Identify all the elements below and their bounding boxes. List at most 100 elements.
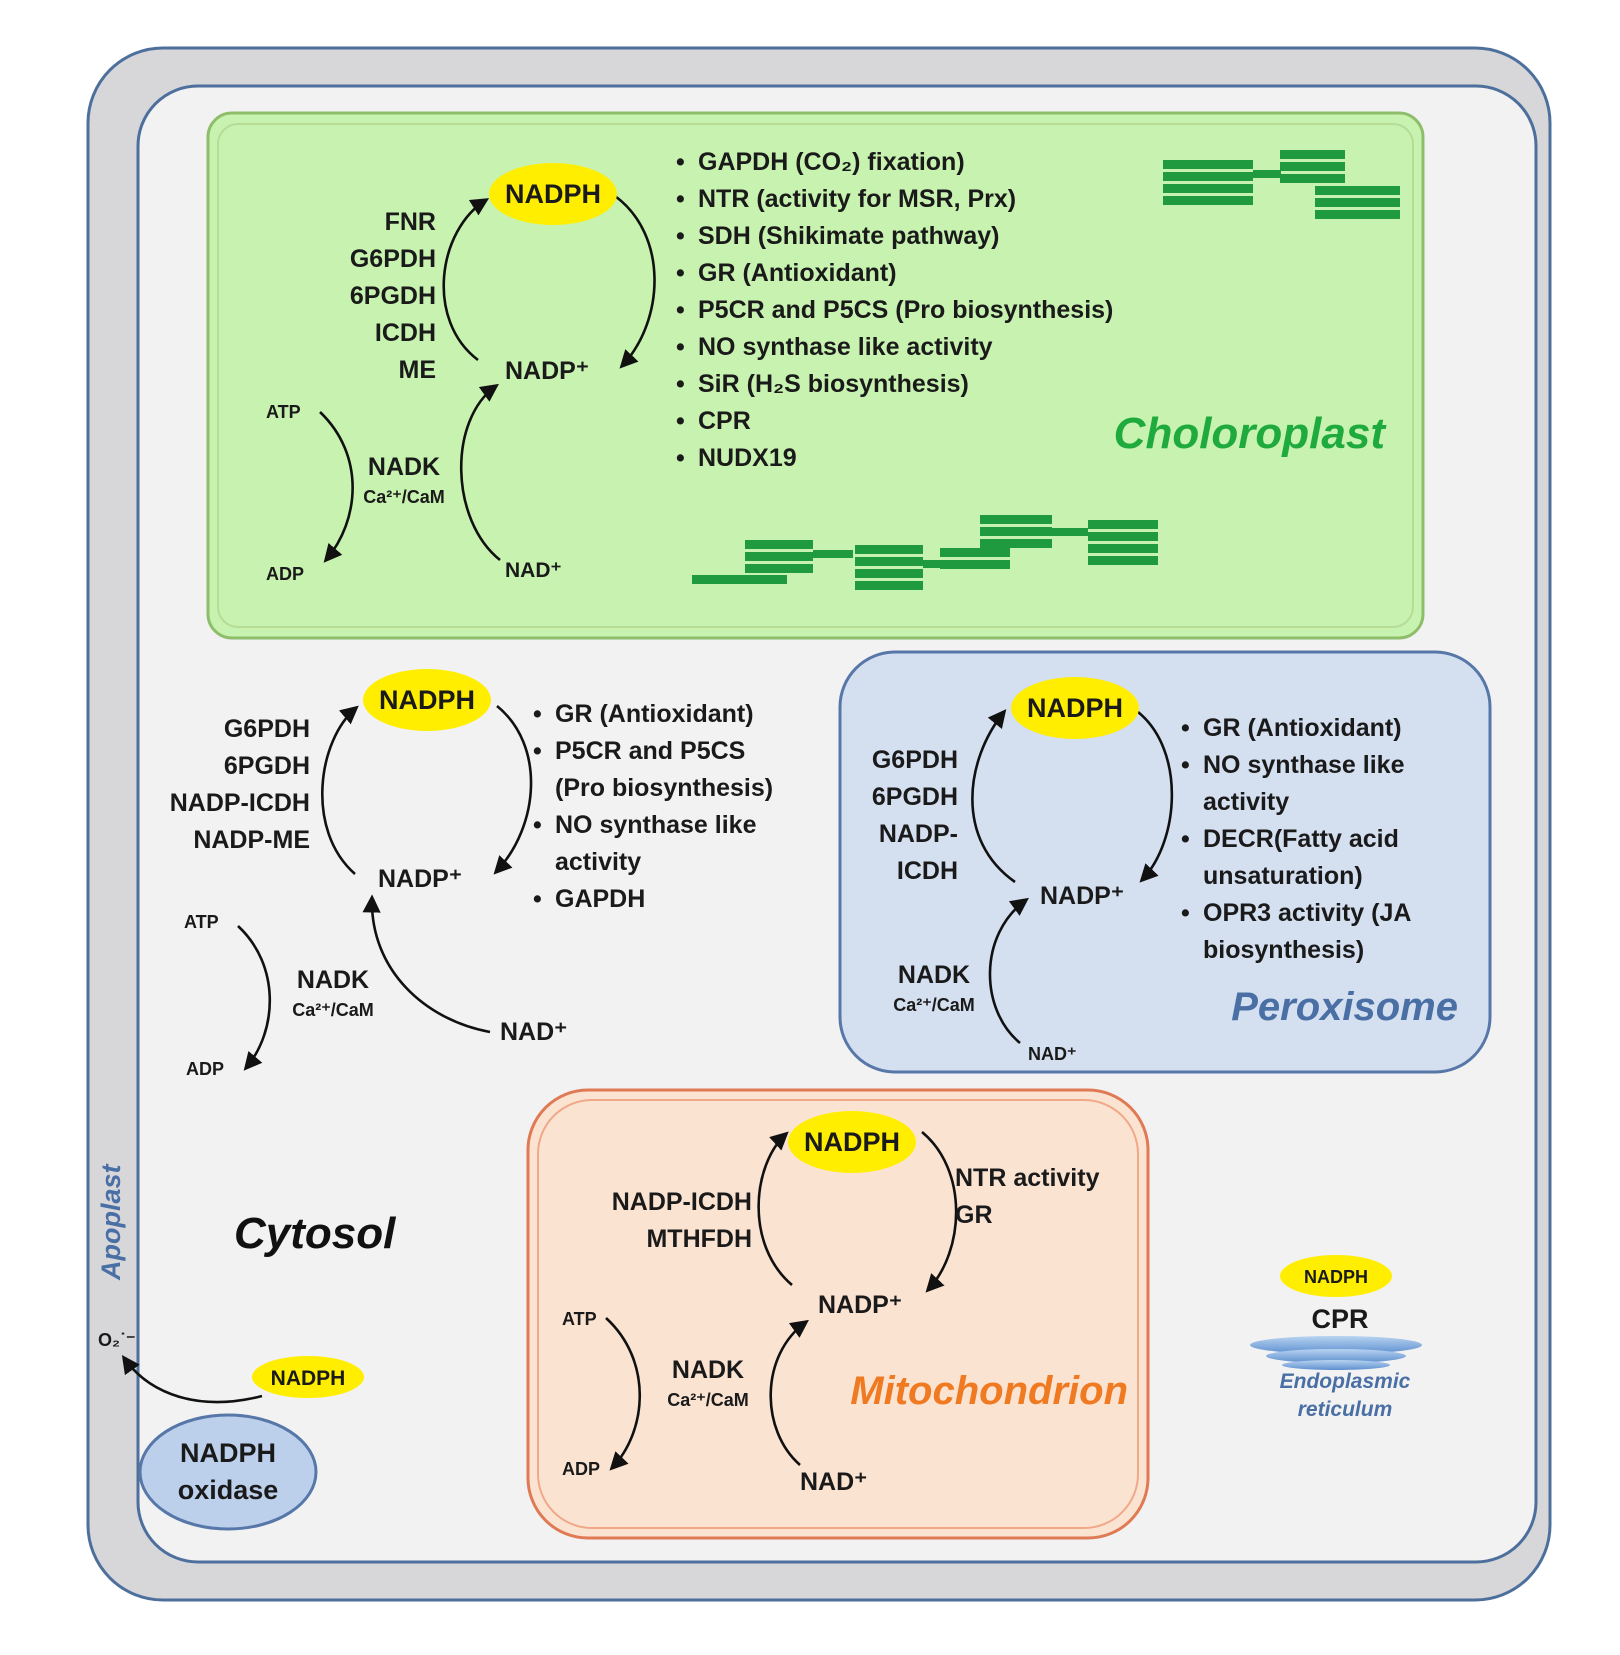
cytosol-cycle: NADPH NADP⁺ NAD⁺ ATP ADP NADK Ca²⁺/CaM G… (170, 669, 773, 1258)
enzyme-label: FNR (385, 208, 436, 236)
svg-text:•: • (533, 885, 542, 913)
enzyme-label: 6PGDH (224, 752, 310, 780)
enzyme-label: NADP-ICDH (612, 1188, 752, 1216)
function-item: NTR (activity for MSR, Prx) (698, 185, 1016, 213)
function-item: GR (Antioxidant) (698, 259, 897, 287)
function-item: activity (1203, 788, 1289, 816)
nadk-label: NADK (898, 961, 970, 989)
nadph-label: NADPH (379, 685, 475, 715)
mitochondrion-outer (526, 1088, 1150, 1540)
thylakoid-stack-icon (1163, 150, 1400, 219)
ca-cam-label: Ca²⁺/CaM (893, 995, 975, 1015)
nadph-oval (1280, 1255, 1392, 1297)
superoxide-label: O₂˙⁻ (98, 1330, 136, 1350)
function-item: GR (Antioxidant) (1203, 714, 1402, 742)
svg-text:•: • (1181, 751, 1190, 779)
chloroplast: NADPH NADP⁺ NAD⁺ ATP ADP NADK Ca²⁺/CaM F… (206, 111, 1425, 640)
reaction-arrow-icon (319, 411, 354, 563)
reaction-arrow-icon (769, 1319, 809, 1466)
function-list: •GR (Antioxidant) •P5CR and P5CS (Pro bi… (533, 700, 773, 913)
svg-text:•: • (1181, 714, 1190, 742)
nadk-label: NADK (368, 453, 440, 481)
reaction-arrow-icon (362, 894, 491, 1034)
function-list: • GR (Antioxidant) • NO synthase like acti… (1181, 714, 1411, 964)
nadph-oval (252, 1356, 364, 1398)
svg-text:•: • (676, 407, 685, 435)
function-item: NTR activity (955, 1164, 1100, 1192)
function-item: biosynthesis) (1203, 936, 1364, 964)
nadph-label: NADPH (271, 1367, 346, 1390)
reaction-arrow-icon (971, 709, 1016, 884)
svg-text:•: • (676, 148, 685, 176)
function-item: P5CR and P5CS (Pro biosynthesis) (698, 296, 1113, 324)
svg-text:•: • (533, 811, 542, 839)
enzyme-label: G6PDH (872, 746, 958, 774)
enzyme-label: 6PGDH (872, 783, 958, 811)
reaction-arrow-icon (757, 1131, 793, 1286)
function-item: GAPDH (CO₂) fixation) (698, 148, 965, 176)
nad-label: NAD⁺ (500, 1018, 567, 1046)
function-item: NO synthase like (555, 811, 757, 839)
nadk-label: NADK (672, 1356, 744, 1384)
function-item: OPR3 activity (JA (1203, 899, 1411, 927)
nadp-label: NADP⁺ (378, 865, 462, 893)
enzyme-label: MTHFDH (646, 1225, 752, 1253)
svg-text:•: • (676, 333, 685, 361)
svg-text:•: • (676, 296, 685, 324)
svg-text:•: • (676, 259, 685, 287)
nad-label: NAD⁺ (800, 1468, 867, 1496)
nadp-label: NADP⁺ (818, 1291, 902, 1319)
function-item: GR (Antioxidant) (555, 700, 754, 728)
enzyme-label: 6PGDH (350, 282, 436, 310)
adp-label: ADP (186, 1059, 224, 1079)
chloroplast-outer (206, 111, 1425, 640)
nadp-label: NADP⁺ (505, 357, 589, 385)
ca-cam-label: Ca²⁺/CaM (667, 1390, 749, 1410)
enzyme-label: ME (399, 356, 437, 384)
nadph-oval (363, 669, 491, 731)
nad-label: NAD⁺ (1028, 1044, 1077, 1064)
svg-text:•: • (676, 370, 685, 398)
reaction-arrow-icon (459, 383, 501, 562)
reaction-arrow-icon (1137, 710, 1174, 883)
er-title: Endoplasmic (1280, 1370, 1411, 1393)
er-membrane-icon (1250, 1336, 1422, 1370)
svg-text:•: • (1181, 825, 1190, 853)
nadph-oval (1011, 677, 1139, 739)
enzyme-label: NADP-ICDH (170, 789, 310, 817)
nadph-oxidase-system: Apoplast O₂˙⁻ NADPH NADPH oxidase (96, 1163, 364, 1531)
nadph-label: NADPH (505, 179, 601, 209)
function-item: P5CR and P5CS (555, 737, 745, 765)
reaction-arrow-icon (921, 1130, 958, 1293)
atp-label: ATP (184, 912, 219, 932)
function-item: SiR (H₂S biosynthesis) (698, 370, 969, 398)
svg-text:•: • (533, 737, 542, 765)
function-item: SDH (Shikimate pathway) (698, 222, 999, 250)
function-item: CPR (698, 407, 751, 435)
reaction-arrow-icon (237, 925, 272, 1071)
reaction-arrow-icon (988, 897, 1029, 1045)
chloroplast-inner (217, 123, 1414, 628)
chloroplast-title: Choloroplast (1114, 409, 1388, 458)
function-list: • GAPDH (CO₂) fixation) • NTR (activity fo… (676, 148, 1113, 472)
atp-label: ATP (266, 402, 301, 422)
svg-text:•: • (676, 222, 685, 250)
reaction-arrow-icon (605, 1317, 642, 1471)
svg-text:•: • (533, 700, 542, 728)
nadph-oxidase-label: oxidase (178, 1475, 279, 1505)
svg-text:•: • (676, 185, 685, 213)
function-item: DECR(Fatty acid (1203, 825, 1399, 853)
enzyme-label: NADP-ME (193, 826, 310, 854)
enzyme-label: G6PDH (224, 715, 310, 743)
mitochondrion-inner (537, 1099, 1139, 1529)
reaction-arrow-icon (442, 198, 490, 362)
ca-cam-label: Ca²⁺/CaM (363, 487, 445, 507)
nad-label: NAD⁺ (505, 559, 562, 582)
function-item: GAPDH (555, 885, 645, 913)
cpr-label: CPR (1311, 1304, 1368, 1334)
mitochondrion-title: Mitochondrion (850, 1369, 1128, 1413)
peroxisome: NADPH NADP⁺ NAD⁺ NADK Ca²⁺/CaM G6PDH 6PG… (838, 650, 1492, 1074)
reaction-arrow-icon (493, 704, 533, 875)
function-item: NO synthase like (1203, 751, 1405, 779)
